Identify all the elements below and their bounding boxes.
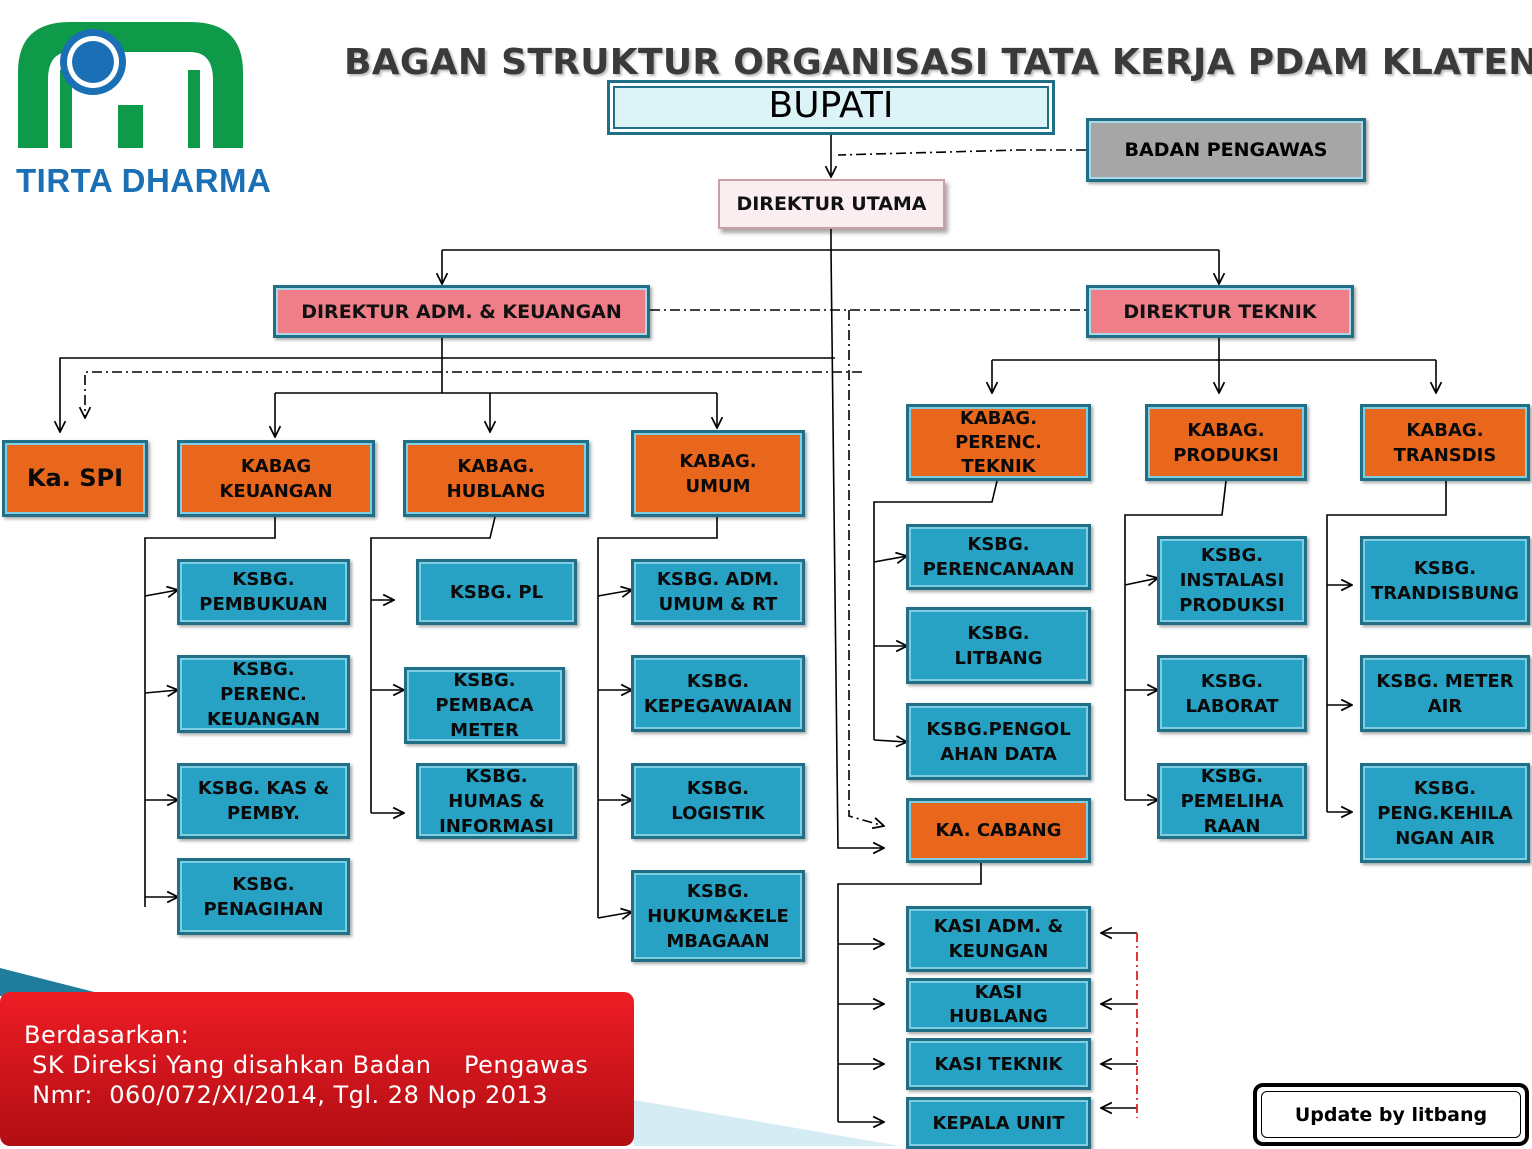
ksbg-humas-informasi-box: KSBG.HUMAS &INFORMASI	[416, 763, 577, 839]
ksbg-pl-box: KSBG. PL	[416, 559, 577, 625]
ksbg-pembukuan-box: KSBG.PEMBUKUAN	[177, 559, 350, 625]
ksbg-penagihan-box: KSBG.PENAGIHAN	[177, 858, 350, 935]
bupati-box: BUPATI	[607, 80, 1055, 135]
kepala-unit-box: KEPALA UNIT	[906, 1097, 1091, 1149]
ksbg-perenc-keuangan-box: KSBG.PERENC.KEUANGAN	[177, 655, 350, 733]
decor-band	[0, 968, 110, 996]
ka-spi-box: Ka. SPI	[2, 440, 148, 517]
basis-heading: Berdasarkan:	[24, 1021, 190, 1049]
kasi-adm-keuangan-box: KASI ADM. &KEUNGAN	[906, 906, 1091, 972]
kabag-umum-box: KABAG.UMUM	[631, 430, 805, 517]
kabag-hublang-box: KABAG.HUBLANG	[403, 440, 589, 517]
ksbg-laborat-box: KSBG.LABORAT	[1157, 655, 1307, 732]
chart-title: BAGAN STRUKTUR ORGANISASI TATA KERJA PDA…	[344, 42, 1532, 83]
direktur-teknik-box: DIREKTUR TEKNIK	[1086, 285, 1354, 338]
ksbg-kas-pemby-box: KSBG. KAS &PEMBY.	[177, 763, 350, 839]
ka-cabang-box: KA. CABANG	[906, 798, 1091, 863]
ksbg-adm-umum-box: KSBG. ADM.UMUM & RT	[631, 559, 805, 625]
update-note-box: Update by litbang	[1253, 1083, 1529, 1146]
kasi-teknik-box: KASI TEKNIK	[906, 1038, 1091, 1090]
kabag-produksi-box: KABAG.PRODUKSI	[1145, 404, 1307, 481]
ksbg-logistik-box: KSBG.LOGISTIK	[631, 763, 805, 839]
legal-basis-panel: Berdasarkan: SK Direksi Yang disahkan Ba…	[0, 992, 634, 1146]
decor-band-light	[634, 1100, 900, 1146]
logo-text: TIRTA DHARMA	[16, 162, 272, 199]
update-note-text: Update by litbang	[1261, 1091, 1521, 1138]
basis-line-2: Nmr: 060/072/XI/2014, Tgl. 28 Nop 2013	[24, 1081, 549, 1109]
direktur-adm-keuangan-box: DIREKTUR ADM. & KEUANGAN	[273, 285, 650, 338]
badan-pengawas-box: BADAN PENGAWAS	[1086, 118, 1366, 182]
ksbg-trandisbung-box: KSBG.TRANDISBUNG	[1360, 536, 1530, 625]
basis-line-1: SK Direksi Yang disahkan Badan Pengawas	[24, 1051, 589, 1079]
ksbg-perencanaan-box: KSBG.PERENCANAAN	[906, 524, 1091, 590]
kabag-perenc-teknik-box: KABAG.PERENC.TEKNIK	[906, 404, 1091, 481]
kabag-transdis-box: KABAG.TRANSDIS	[1360, 404, 1530, 481]
direktur-utama-box: DIREKTUR UTAMA	[718, 179, 945, 229]
ksbg-litbang-box: KSBG.LITBANG	[906, 607, 1091, 684]
ksbg-kepegawaian-box: KSBG.KEPEGAWAIAN	[631, 655, 805, 732]
tirta-dharma-logo-icon	[18, 22, 243, 148]
